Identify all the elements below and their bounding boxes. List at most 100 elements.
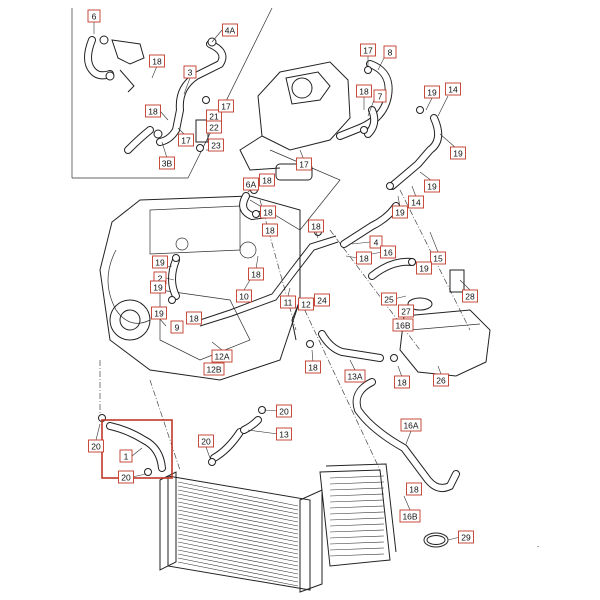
callout-l-20-c: 20 (118, 470, 134, 484)
callout-l-18-d: 18 (259, 173, 275, 187)
callout-l-16a: 16A (400, 418, 422, 432)
callout-l-17-d: 17 (296, 157, 312, 171)
callout-box (394, 375, 410, 389)
fan-shroud-fin-line (329, 511, 385, 515)
fan-shroud-fin-line (329, 499, 385, 503)
callout-number: 18 (152, 57, 162, 67)
callout-l-19-d: 19 (392, 205, 408, 219)
leader-line (429, 231, 439, 253)
callout-l-24: 24 (314, 293, 330, 307)
callout-l-8: 8 (383, 45, 397, 59)
callout-l-22: 22 (206, 120, 222, 134)
callout-number: 12B (206, 365, 221, 375)
callout-l-16b-a: 16B (392, 318, 414, 332)
leader-line (263, 409, 279, 412)
callout-box (424, 85, 440, 99)
leader-line (425, 97, 433, 111)
callout-number: 17 (363, 46, 373, 56)
callout-box (280, 295, 296, 309)
coolant-hoses (106, 60, 460, 492)
callout-number: 18 (311, 222, 321, 232)
callout-box (462, 289, 478, 303)
radiator-fin-line (177, 497, 299, 523)
fan-shroud-fin-line (329, 547, 385, 551)
callout-number: 21 (209, 112, 219, 122)
callout-l-4a: 4A (222, 23, 238, 37)
callout-l-10: 10 (236, 289, 252, 303)
radiator-fin-line (177, 493, 299, 519)
leader-line (247, 429, 279, 435)
callout-l-16: 16 (380, 245, 396, 259)
radiator-fin-line (177, 545, 299, 571)
leader-line (159, 110, 169, 121)
callout-box (203, 362, 225, 376)
callout-number: 18 (263, 208, 273, 218)
fan-shroud-fin-line (329, 493, 385, 497)
callout-l-20-a: 20 (276, 404, 292, 418)
callout-box (222, 23, 238, 37)
stray-dot: · (537, 541, 540, 551)
callout-number: 6 (92, 12, 97, 22)
callout-l-19-c: 19 (424, 179, 440, 193)
callout-l-13a: 13A (344, 369, 366, 383)
callout-number: 18 (251, 270, 261, 280)
callout-box (383, 45, 397, 59)
callout-box (305, 360, 321, 374)
callout-number: 19 (155, 258, 165, 268)
callout-l-18-a: 18 (149, 54, 165, 68)
callout-box (262, 223, 278, 237)
radiator-fin-line (177, 485, 299, 511)
callout-number: 29 (461, 533, 471, 543)
callout-l-6: 6 (87, 9, 101, 23)
callout-number: 12 (301, 300, 311, 310)
callout-number: 27 (401, 307, 411, 317)
callout-number: 24 (317, 296, 327, 306)
fan-shroud-fin-line (329, 481, 385, 485)
radiator-fin-line (177, 505, 299, 531)
callout-box (424, 179, 440, 193)
callout-number: 20 (201, 437, 211, 447)
callout-l-27: 27 (398, 304, 414, 318)
callout-number: 14 (448, 85, 458, 95)
leader-line (211, 341, 223, 351)
radiator-fin-line (177, 501, 299, 527)
callout-number: 19 (395, 208, 405, 218)
callout-box (159, 156, 175, 170)
callout-box (198, 434, 214, 448)
callout-box (381, 292, 397, 306)
leader-line (351, 241, 371, 245)
callout-l-12: 12 (298, 297, 314, 311)
callout-box (218, 99, 234, 113)
callout-number: 19 (153, 283, 163, 293)
callout-box (170, 320, 184, 334)
callout-number: 16 (383, 248, 393, 258)
callout-l-18-g: 18 (308, 219, 324, 233)
fan-shroud-fin-line (329, 529, 385, 533)
callout-number: 11 (284, 298, 293, 308)
leader-line (95, 423, 101, 441)
callout-box (380, 245, 396, 259)
radiator-fin-line (177, 481, 299, 507)
callout-number: 4A (225, 26, 236, 36)
leader-line (367, 99, 375, 117)
fan-shroud-fins (329, 475, 385, 557)
callout-box (145, 104, 161, 118)
callout-l-12b: 12B (203, 362, 225, 376)
callout-number: 19 (154, 309, 164, 319)
callout-number: 4 (374, 238, 379, 248)
callout-box (236, 289, 252, 303)
callout-box (398, 304, 414, 318)
callout-l-14-b: 14 (408, 195, 424, 209)
callout-l-18-c: 18 (356, 84, 372, 98)
callout-l-18-b: 18 (145, 104, 161, 118)
callout-l-18-m: 18 (406, 482, 422, 496)
callout-l-19-f: 19 (152, 255, 168, 269)
callout-l-3b: 3B (159, 156, 175, 170)
callout-box (119, 449, 133, 463)
callout-number: 19 (453, 149, 463, 159)
callout-l-11: 11 (280, 295, 296, 309)
callout-box (360, 43, 376, 57)
callout-l-1: 1 (119, 449, 133, 463)
callout-box (186, 311, 202, 325)
